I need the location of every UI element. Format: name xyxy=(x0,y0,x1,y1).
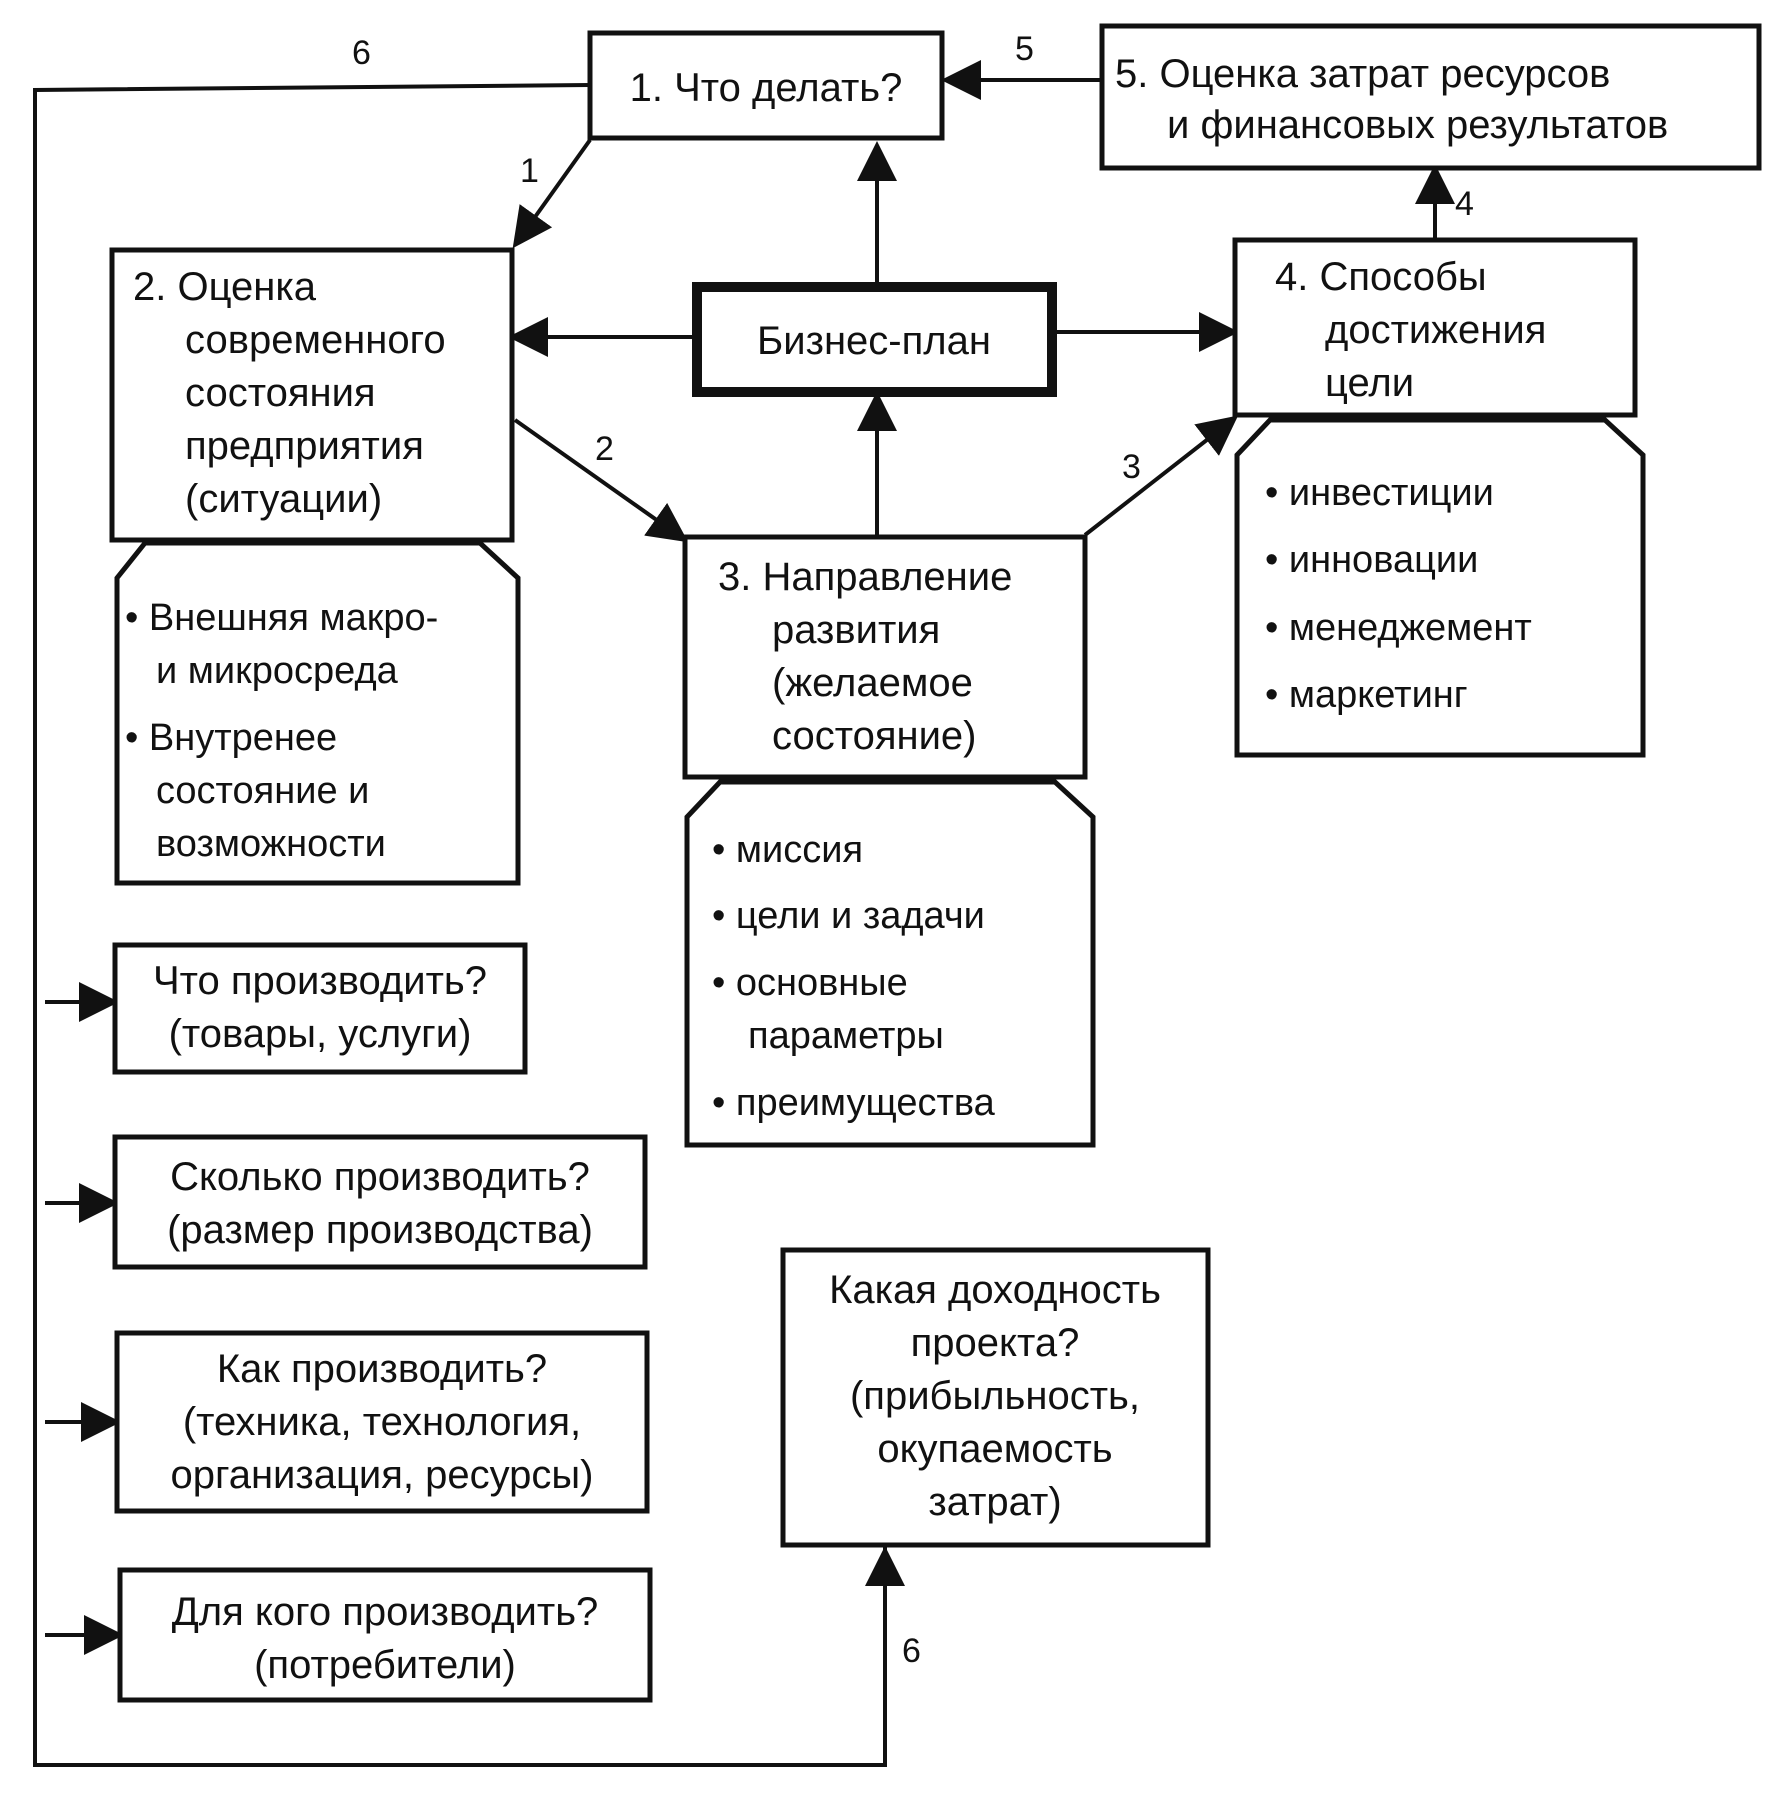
arrow-label-6-top: 6 xyxy=(352,34,371,72)
box-ways-to-achieve-line-1: 4. Способы xyxy=(1275,255,1487,299)
question-for-whom-to-produce: Для кого производить? (потребители) xyxy=(117,1567,653,1703)
business-plan-label: Бизнес-план xyxy=(757,319,991,363)
box-current-state-line-4: предприятия xyxy=(185,424,424,468)
question-2-line-1: Сколько производить? xyxy=(170,1155,590,1199)
factor-item-3: • Внутренее xyxy=(125,717,337,759)
factor-item-4: состояние и xyxy=(156,770,369,812)
question-1-line-2: (товары, услуги) xyxy=(169,1012,472,1056)
box-current-state-line-2: современного xyxy=(185,318,446,362)
box-current-state: 2. Оценка современного состояния предпри… xyxy=(109,247,515,543)
box-what-to-do-title: 1. Что делать? xyxy=(630,66,903,110)
question-2-line-2: (размер производства) xyxy=(167,1208,593,1252)
arrow-3-to-4 xyxy=(1083,415,1239,537)
box-direction-line-3: (желаемое xyxy=(772,661,973,705)
arrow-label-1: 1 xyxy=(520,152,539,190)
arrow-labels: 6 5 1 4 2 3 6 xyxy=(352,30,1474,1670)
profitability-line-1: Какая доходность xyxy=(829,1268,1161,1312)
box-profitability: Какая доходность проекта? (прибыльность,… xyxy=(780,1247,1211,1548)
factor-item-2: и микросреда xyxy=(156,650,399,692)
question-4-line-1: Для кого производить? xyxy=(172,1590,599,1634)
arrow-label-6-bottom: 6 xyxy=(902,1632,921,1670)
question-3-line-2: (техника, технология, xyxy=(183,1400,581,1444)
question-what-to-produce: Что производить? (товары, услуги) xyxy=(112,942,528,1075)
loop-6-path xyxy=(33,83,887,1767)
arrow-label-5: 5 xyxy=(1015,30,1034,68)
profitability-line-5: затрат) xyxy=(928,1480,1061,1524)
box-ways-to-achieve-line-2: достижения xyxy=(1325,308,1546,352)
box-ways-to-achieve-line-3: цели xyxy=(1325,361,1414,405)
direction-item-5: • преимущества xyxy=(712,1082,996,1124)
direction-item-1: • миссия xyxy=(712,829,863,871)
arrow-2-to-3 xyxy=(513,418,689,543)
direction-item-4: параметры xyxy=(748,1015,944,1057)
arrow-label-3: 3 xyxy=(1122,448,1141,486)
box-direction-line-2: развития xyxy=(772,608,940,652)
way-item-3: • менеджемент xyxy=(1265,607,1532,649)
profitability-line-2: проекта? xyxy=(911,1321,1080,1365)
box-current-state-line-1: 2. Оценка xyxy=(133,265,317,309)
box-direction-list: • миссия • цели и задачи • основные пара… xyxy=(684,779,1096,1148)
factor-item-1: • Внешняя макро- xyxy=(125,597,438,639)
arrow-label-2: 2 xyxy=(595,430,614,468)
arrow-label-4: 4 xyxy=(1455,185,1474,223)
question-how-to-produce: Как производить? (техника, технология, о… xyxy=(114,1330,650,1514)
box-cost-evaluation-line-1: 5. Оценка затрат ресурсов xyxy=(1115,52,1610,96)
question-how-much-to-produce: Сколько производить? (размер производств… xyxy=(112,1134,648,1270)
box-ways-to-achieve: 4. Способы достижения цели xyxy=(1232,237,1638,418)
direction-item-3: • основные xyxy=(712,962,908,1004)
box-current-state-line-3: состояния xyxy=(185,371,376,415)
connectors xyxy=(33,60,1455,1767)
way-item-2: • инновации xyxy=(1265,539,1478,581)
direction-item-2: • цели и задачи xyxy=(712,895,985,937)
factor-item-5: возможности xyxy=(156,823,386,865)
question-3-line-1: Как производить? xyxy=(217,1347,547,1391)
box-cost-evaluation: 5. Оценка затрат ресурсов и финансовых р… xyxy=(1099,23,1762,171)
box-what-to-do: 1. Что делать? xyxy=(587,30,945,141)
box-ways-to-achieve-list: • инвестиции • инновации • менеджемент •… xyxy=(1234,417,1646,758)
box-direction-line-1: 3. Направление xyxy=(718,555,1012,599)
box-direction-line-4: состояние) xyxy=(772,714,976,758)
way-item-1: • инвестиции xyxy=(1265,472,1494,514)
question-1-line-1: Что производить? xyxy=(153,959,487,1003)
question-3-line-3: организация, ресурсы) xyxy=(171,1453,594,1497)
box-current-state-factors: • Внешняя макро- и микросреда • Внутрене… xyxy=(114,540,521,886)
box-direction: 3. Направление развития (желаемое состоя… xyxy=(682,534,1088,780)
question-4-line-2: (потребители) xyxy=(254,1643,516,1687)
box-cost-evaluation-line-2: и финансовых результатов xyxy=(1167,103,1668,147)
box-current-state-line-5: (ситуации) xyxy=(185,477,382,521)
profitability-line-3: (прибыльность, xyxy=(850,1374,1140,1418)
profitability-line-4: окупаемость xyxy=(877,1427,1112,1471)
way-item-4: • маркетинг xyxy=(1265,674,1468,716)
box-business-plan: Бизнес-план xyxy=(692,282,1057,397)
arrow-1-to-2 xyxy=(512,138,592,249)
